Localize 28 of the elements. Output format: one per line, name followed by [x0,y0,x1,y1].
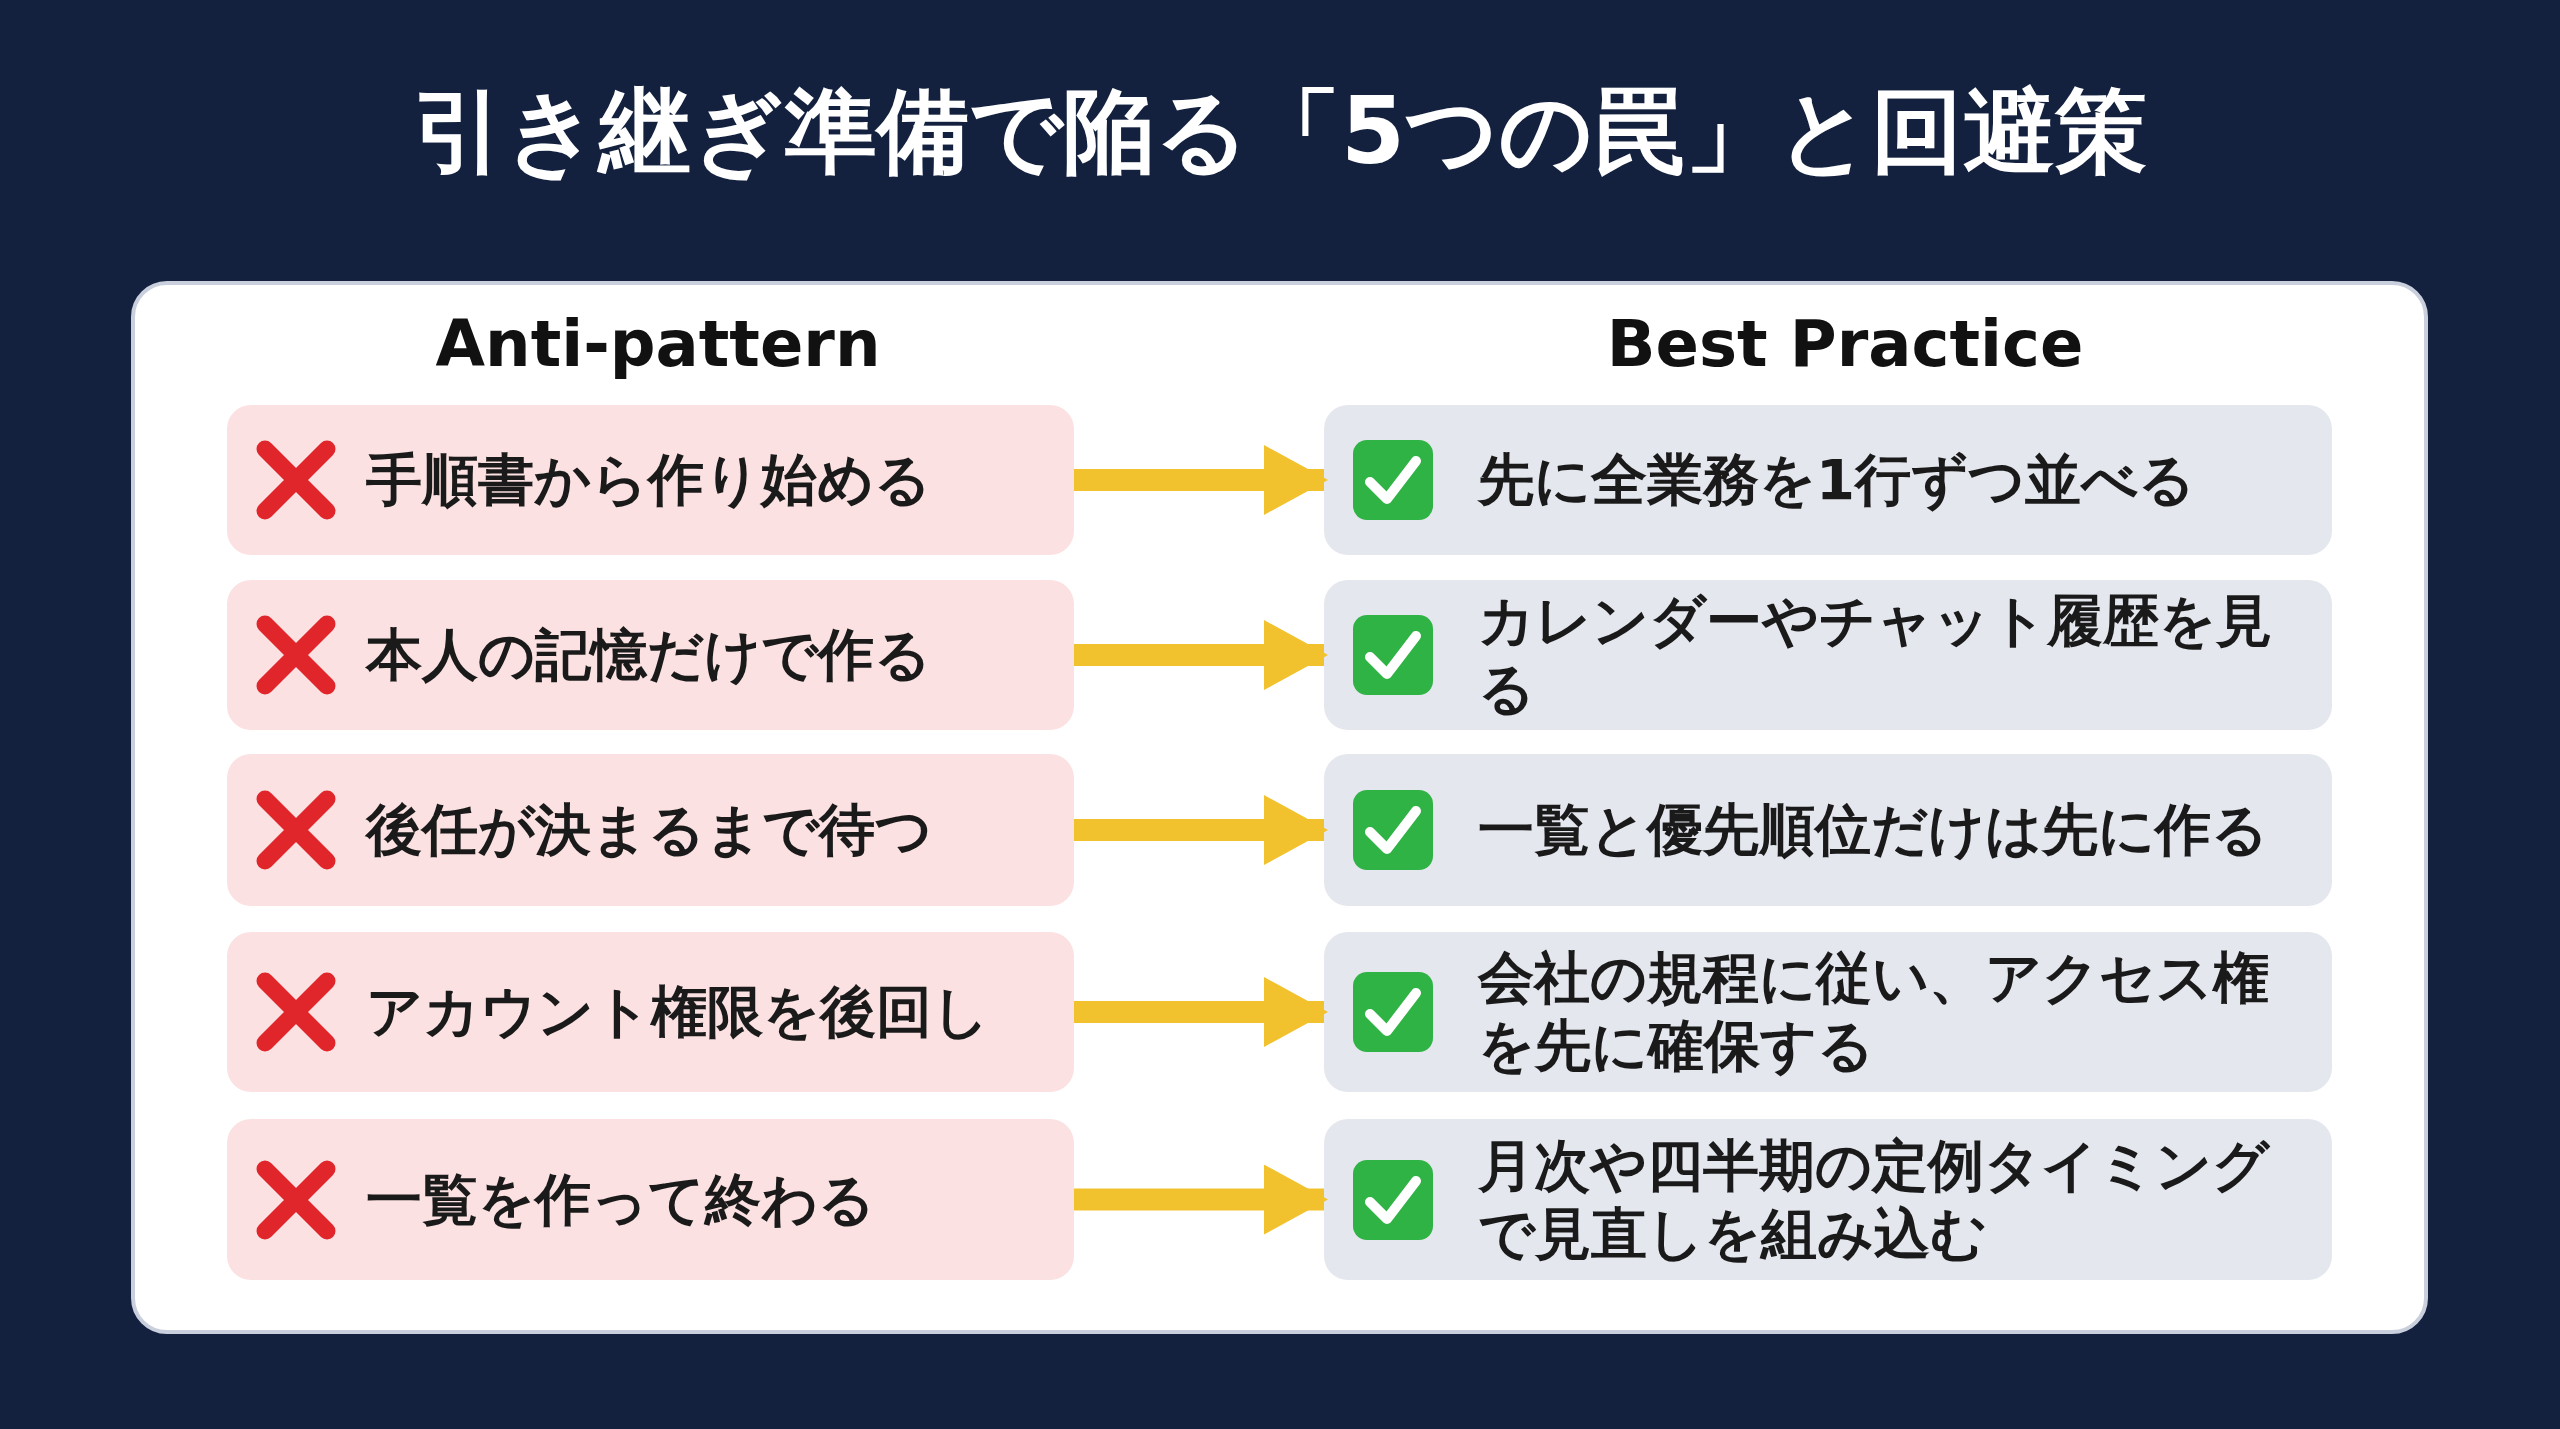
arrow [1074,977,1328,1047]
item-text: 後任が決まるまで待つ [366,796,933,864]
arrow [1074,620,1328,690]
item-text: 会社の規程に従い、アクセス権を先に確保する [1478,944,2270,1080]
anti-pattern-box [227,405,1074,555]
item-text: アカウント権限を後回し [366,978,990,1046]
arrow [1074,795,1328,865]
best-practice-box [1324,754,2332,906]
item-text: 一覧と優先順位だけは先に作る [1478,796,2269,864]
arrow [1074,1164,1328,1235]
item-text: 一覧を作って終わる [366,1165,876,1234]
best-practice-box [1324,1119,2332,1280]
anti-pattern-box [227,932,1074,1092]
arrow [1074,445,1328,515]
item-text: 手順書から作り始める [366,446,932,514]
anti-pattern-box [227,580,1074,730]
item-text: カレンダーやチャット履歴を見る [1478,587,2273,723]
item-text: 月次や四半期の定例タイミングで見直しを組み込む [1478,1131,2271,1268]
best-practice-box [1324,405,2332,555]
best-practice-box [1324,580,2332,730]
title: 引き継ぎ準備で陥る「5つの罠」と回避策 [412,77,2148,187]
column-heading: Best Practice [1606,307,2084,381]
column-heading: Anti-pattern [435,307,881,381]
item-text: 先に全業務を1行ずつ並べる [1478,446,2196,514]
anti-pattern-box [227,1119,1074,1280]
item-text: 本人の記憶だけで作る [366,621,932,689]
anti-pattern-box [227,754,1074,906]
best-practice-box [1324,932,2332,1092]
